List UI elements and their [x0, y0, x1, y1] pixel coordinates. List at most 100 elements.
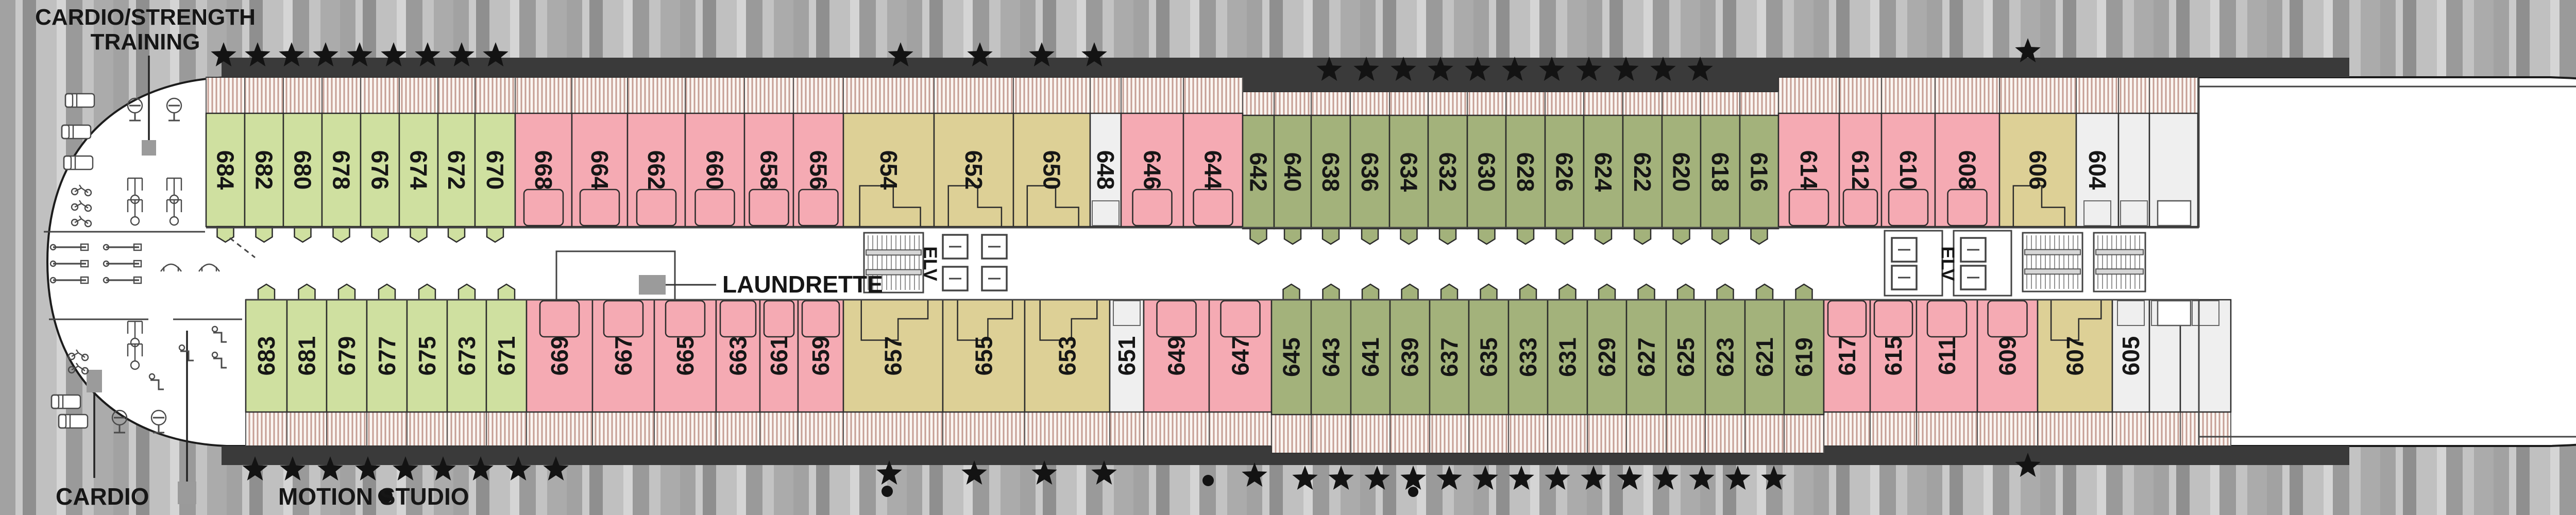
cabin-679: 679: [326, 283, 368, 413]
cabin-number: 672: [443, 150, 470, 190]
star-marker-top: [483, 42, 509, 66]
cabin-number: 677: [374, 336, 400, 376]
stair-landing-rail: [866, 249, 922, 256]
cabin-entry-alcove: [1888, 188, 1929, 227]
cabin-number: 644: [1200, 150, 1227, 190]
star-marker-bottom: [1472, 466, 1498, 490]
cabin-605: 605: [2111, 299, 2150, 413]
star-marker-top: [1650, 57, 1676, 81]
cabin-number: 637: [1436, 337, 1463, 377]
stairs-outline: [2093, 232, 2146, 293]
cabin-number: 635: [1476, 337, 1502, 377]
cabin-number: 612: [1847, 150, 1874, 190]
star-marker-top: [888, 42, 913, 66]
star-marker-bottom: [1031, 460, 1057, 485]
gym-equipment-layer: [49, 93, 227, 434]
cabin-633: 633: [1507, 283, 1549, 416]
cabin-entry-alcove: [1193, 188, 1233, 227]
star-marker-top: [1316, 57, 1342, 81]
cabin-shape: [1934, 112, 2001, 228]
stairs: [2093, 232, 2146, 293]
star-marker-bottom: [1091, 460, 1117, 485]
cabin-number: 674: [405, 150, 432, 190]
cabin-number: 605: [2117, 336, 2144, 376]
p: [130, 216, 140, 226]
cabin-661: 661: [759, 299, 799, 413]
star-marker-bottom: [1617, 466, 1642, 490]
p: [84, 204, 92, 212]
rower-icon: [49, 276, 89, 284]
cabin-door-tab: [1400, 228, 1418, 245]
cabin-door-tab: [1672, 228, 1690, 245]
deck-edge-band-bottom: [222, 446, 2349, 465]
p: [67, 366, 76, 374]
star-marker-top: [449, 42, 474, 66]
cable-icon: [166, 199, 182, 226]
cabin-shape: [759, 299, 799, 413]
forward-alcove: [2157, 200, 2192, 227]
cabin-shape: [1625, 299, 1667, 416]
cabin-611: 611: [1916, 299, 1978, 413]
cabin-number: 678: [328, 150, 355, 190]
suite-entry-step: [947, 185, 1003, 227]
cabin-number: 676: [367, 150, 394, 190]
cabin-637: 637: [1429, 283, 1470, 416]
label-marker-square: [178, 482, 196, 504]
p: [50, 394, 60, 409]
suite-entry-step: [2012, 185, 2065, 227]
cabin-641: 641: [1350, 283, 1391, 416]
p: [50, 394, 81, 409]
cabin-675: 675: [406, 283, 448, 413]
star-marker-top: [1502, 57, 1528, 81]
suite-entry-step: [859, 185, 921, 227]
cabin-shape: [715, 299, 761, 413]
cabin-shape: [1783, 299, 1825, 416]
cabin-612: 612: [1838, 112, 1883, 228]
cabin-entry-alcove: [1220, 300, 1261, 338]
star-marker-bottom: [543, 456, 569, 480]
cabin-shape: [797, 299, 844, 413]
cabin-number: 623: [1712, 337, 1739, 377]
cabin-shape: [1739, 114, 1780, 230]
p: [103, 260, 110, 267]
cabin-door-tab: [1555, 228, 1573, 245]
cabin-door-tab: [1711, 228, 1730, 245]
cabin-entry-alcove: [798, 188, 839, 227]
cabin-number: 643: [1318, 337, 1345, 377]
p: [180, 350, 194, 362]
star-marker-bottom: [1689, 466, 1715, 490]
cabin-entry-alcove: [1926, 300, 1968, 338]
cabin-shape: [1916, 299, 1978, 413]
cabin-652: 652: [933, 112, 1014, 228]
bike-icon: [71, 200, 92, 212]
cabin-number: 656: [805, 150, 832, 190]
cabin-shape: [1310, 114, 1351, 230]
cabin-entry-alcove: [523, 188, 564, 227]
cabin-604: 604: [2075, 112, 2120, 228]
star-marker-top: [967, 42, 993, 66]
cabin-entry-alcove: [719, 300, 757, 338]
star-marker-bottom: [2015, 453, 2041, 477]
cabin-667: 667: [591, 299, 655, 413]
cabin-671: 671: [485, 283, 528, 413]
cabin-621: 621: [1744, 283, 1785, 416]
stairs-outline: [863, 232, 924, 294]
cabin-609: 609: [1976, 299, 2039, 413]
star-marker-bottom: [393, 456, 418, 480]
cabin-number: 632: [1434, 152, 1461, 192]
cabin-number: 618: [1707, 152, 1734, 192]
cabin-shape: [1349, 114, 1391, 230]
cabin-number: 619: [1791, 337, 1818, 377]
star-marker-bottom: [1436, 466, 1462, 490]
cabin-674: 674: [398, 112, 439, 243]
cabin-shape: [1869, 299, 1918, 413]
star-marker-top: [1576, 57, 1602, 81]
p: [133, 260, 142, 268]
cabin-shape: [2111, 299, 2150, 413]
cabin-number: 675: [414, 336, 440, 376]
cabin-number: 633: [1515, 337, 1541, 377]
label-marker-square: [87, 370, 102, 392]
rower-icon: [103, 276, 142, 284]
p: [81, 367, 89, 375]
cabin-shape: [1880, 112, 1936, 228]
